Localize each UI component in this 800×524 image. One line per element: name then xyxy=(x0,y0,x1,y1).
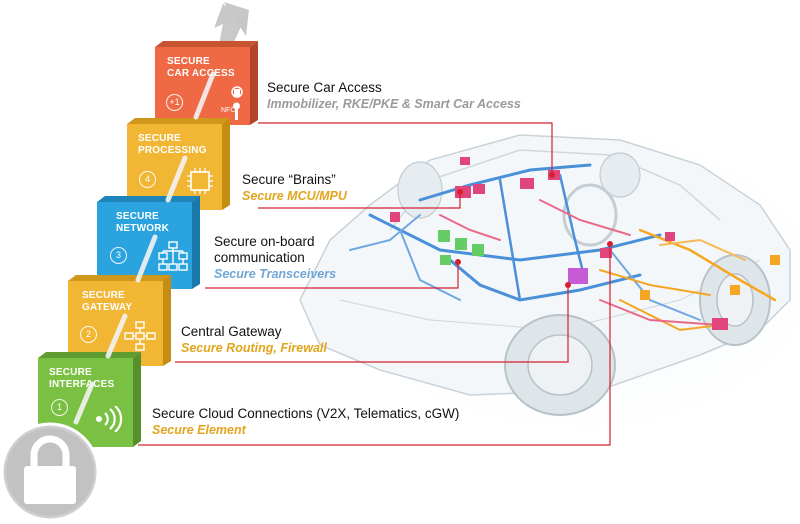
description-heading: Secure Car Access xyxy=(267,80,382,95)
lock-icon xyxy=(0,422,100,522)
svg-text:NFC: NFC xyxy=(221,107,235,114)
description-car-access: Secure Car Access Immobilizer, RKE/PKE &… xyxy=(267,80,521,112)
description-heading: Secure “Brains” xyxy=(242,172,336,187)
description-heading: Central Gateway xyxy=(181,324,282,339)
description-heading: Secure Cloud Connections (V2X, Telematic… xyxy=(152,406,460,421)
description-processing: Secure “Brains” Secure MCU/MPU xyxy=(242,172,347,204)
description-subheading: Immobilizer, RKE/PKE & Smart Car Access xyxy=(267,97,521,111)
description-subheading: Secure Element xyxy=(152,423,246,437)
description-subheading: Secure Routing, Firewall xyxy=(181,341,327,355)
wireless-icon xyxy=(96,406,123,432)
layer-number: +1 xyxy=(166,94,183,111)
gateway-icon xyxy=(124,321,156,351)
description-subheading: Secure MCU/MPU xyxy=(242,189,347,203)
layer-number: 2 xyxy=(80,326,97,343)
layer-number: 3 xyxy=(110,247,127,264)
chip-icon xyxy=(187,168,213,194)
description-heading-line2: communication xyxy=(214,250,305,265)
description-gateway: Central Gateway Secure Routing, Firewall xyxy=(181,324,327,356)
description-heading: Secure on-board xyxy=(214,234,315,249)
layer-number: 1 xyxy=(51,399,68,416)
description-interfaces: Secure Cloud Connections (V2X, Telematic… xyxy=(152,406,459,438)
nfc-key-icon: NFC xyxy=(221,86,243,120)
description-network: Secure on-board communication Secure Tra… xyxy=(214,234,336,282)
network-icon xyxy=(158,241,188,271)
layer-number: 4 xyxy=(139,171,156,188)
description-subheading: Secure Transceivers xyxy=(214,267,337,281)
